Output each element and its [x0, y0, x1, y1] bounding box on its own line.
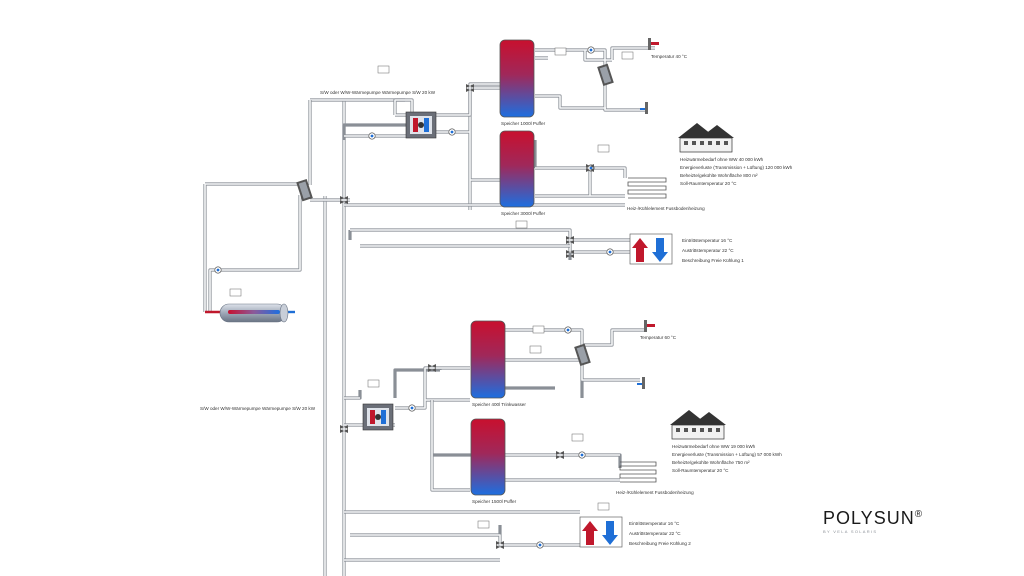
cooling-2-line-2: Austrittstemperatur 22 °C [629, 531, 681, 536]
dhw-2-temp: Temperatur 60 °C [640, 335, 677, 340]
dhw-tap-1[interactable] [640, 38, 659, 114]
floor-1-label: Heiz-/Kühlelement Fussbodenheizung [627, 206, 705, 211]
brand-mark: ® [914, 509, 924, 520]
house-2-line-2: Energieverluste (Transmission + Lüftung)… [672, 452, 782, 457]
heat-exchanger-dhw-1[interactable] [597, 63, 614, 87]
storage-tank-4[interactable] [470, 418, 506, 496]
free-cooling-1[interactable] [629, 233, 673, 265]
storage-tank-3[interactable] [470, 320, 506, 399]
cooling-1-line-3: Beschreibung Freie Kühlung 1 [682, 258, 744, 263]
free-cooling-2[interactable] [579, 516, 623, 548]
tank-1-label: Speicher 1000l Puffer [501, 121, 546, 126]
house-1[interactable] [678, 123, 734, 153]
dhw-tap-2[interactable] [637, 320, 655, 389]
ground-source-collector[interactable] [219, 303, 289, 323]
heat-pump-2[interactable] [362, 403, 394, 431]
house-2-line-3: Beheizte/gekühlte Wohnfläche 750 m² [672, 460, 750, 465]
heatpump-2-label: S/W oder W/W-Wärmepumpe Wärmepumpe S/W 2… [200, 406, 316, 411]
house-2[interactable] [670, 410, 726, 440]
house-1-line-3: Beheizte/gekühlte Wohnfläche 800 m² [680, 173, 758, 178]
house-1-line-4: Soll-Raumtemperatur 20 °C [680, 181, 737, 186]
storage-tank-2[interactable] [499, 130, 535, 208]
house-2-line-1: Heizwärmebedarf ohne WW 19 000 kWh [672, 444, 756, 449]
cooling-2-line-1: Eintrittstemperatur 16 °C [629, 521, 680, 526]
heat-exchanger-source[interactable] [296, 178, 313, 202]
heatpump-1-label: S/W oder W/W-Wärmepumpe Wärmepumpe S/W 2… [320, 90, 436, 95]
brand-tagline: BY VELA SOLARIS [823, 529, 878, 534]
cooling-1-line-1: Eintrittstemperatur 16 °C [682, 238, 733, 243]
cooling-1-line-2: Austrittstemperatur 22 °C [682, 248, 734, 253]
controller-icons[interactable] [229, 47, 634, 529]
polysun-logo: POLYSUN® [823, 508, 923, 529]
floor-heating-1[interactable] [627, 177, 667, 199]
pump-icon-fills [216, 48, 612, 547]
floor-2-label: Heiz-/Kühlelement Fussbodenheizung [616, 490, 694, 495]
tank-4-label: Speicher 1500l Puffer [472, 499, 517, 504]
house-1-line-2: Energieverluste (Transmission + Lüftung)… [680, 165, 793, 170]
tank-2-label: Speicher 3000l Puffer [501, 211, 546, 216]
floor-heating-2[interactable] [619, 461, 657, 483]
brand-name: POLYSUN [823, 508, 915, 528]
dhw-1-temp: Temperatur 40 °C [651, 54, 688, 59]
tank-3-label: Speicher 400l Trinkwasser [472, 402, 526, 407]
heat-pump-1[interactable] [405, 111, 437, 139]
cooling-2-line-3: Beschreibung Freie Kühlung 2 [629, 541, 691, 546]
heat-exchanger-dhw-2[interactable] [574, 343, 591, 367]
three-way-valves[interactable] [340, 84, 594, 549]
storage-tank-1[interactable] [499, 39, 535, 118]
house-1-line-1: Heizwärmebedarf ohne WW 40 000 kWh [680, 157, 764, 162]
house-2-line-4: Soll-Raumtemperatur 20 °C [672, 468, 729, 473]
